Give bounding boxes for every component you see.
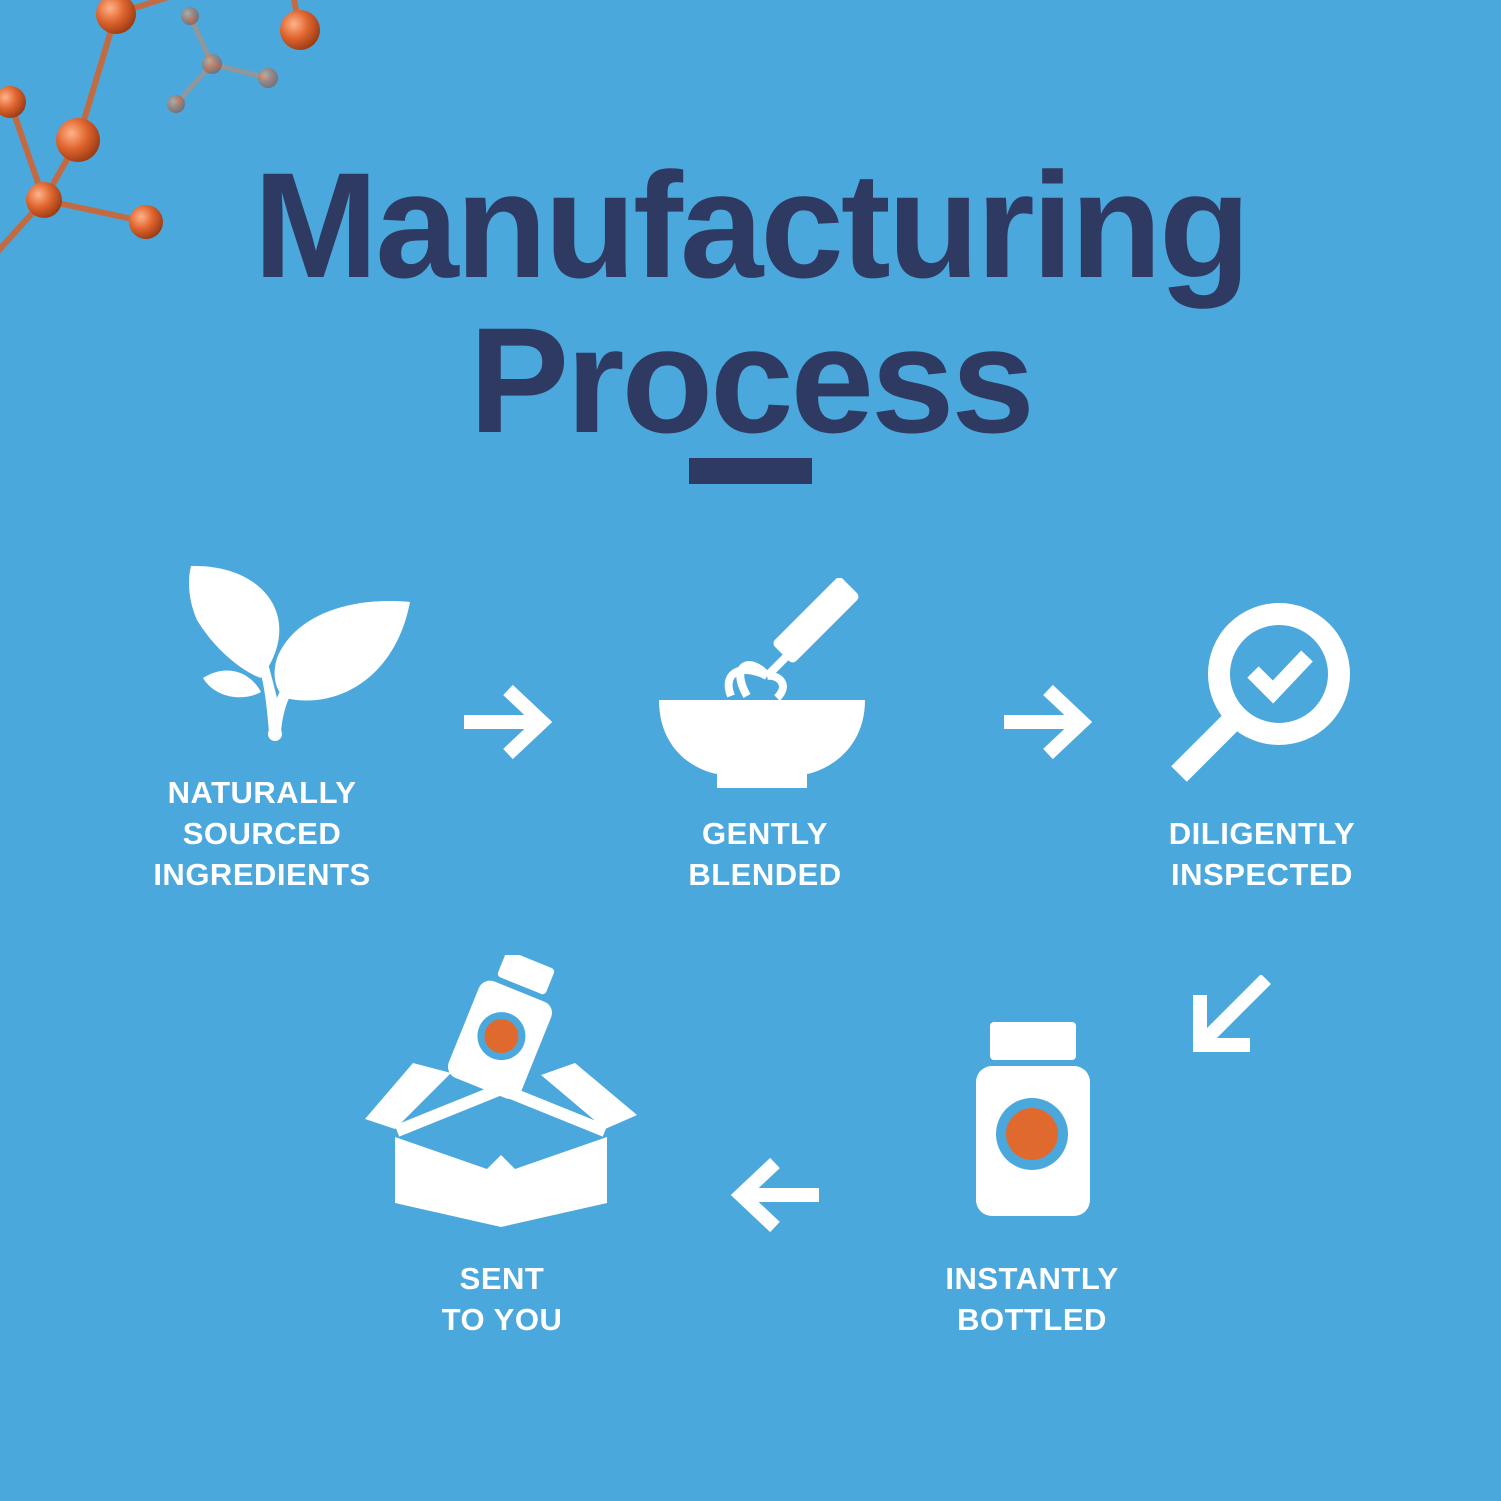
arrow-down-left-icon — [1193, 975, 1271, 1052]
step-label-line: INSPECTED — [1171, 857, 1353, 892]
magnifier-check-icon — [1171, 603, 1350, 782]
step-label-gently-blended: GENTLY BLENDED — [615, 813, 915, 895]
page-title-line-1: Manufacturing — [253, 141, 1250, 309]
step-label-line: SOURCED — [182, 816, 342, 851]
step-label-line: INSTANTLY — [945, 1261, 1119, 1296]
box-bottle-icon — [365, 955, 637, 1227]
arrow-right-icon — [464, 684, 553, 760]
step-label-line: BOTTLED — [957, 1302, 1107, 1337]
step-label-instantly-bottled: INSTANTLY BOTTLED — [882, 1258, 1182, 1340]
bottle-icon — [976, 1022, 1090, 1216]
step-label-diligently-inspected: DILIGENTLY INSPECTED — [1112, 813, 1412, 895]
step-label-line: TO YOU — [441, 1302, 563, 1337]
page-title-line-2: Process — [469, 296, 1035, 464]
molecule-decoration-icon — [0, 0, 320, 254]
arrow-left-icon — [730, 1157, 819, 1233]
step-label-line: BLENDED — [688, 857, 842, 892]
step-label-line: SENT — [459, 1261, 545, 1296]
plant-icon — [189, 565, 410, 741]
title-divider — [689, 458, 812, 484]
step-label-naturally-sourced: NATURALLY SOURCED INGREDIENTS — [112, 772, 412, 895]
step-label-line: GENTLY — [702, 816, 828, 851]
mixing-bowl-whisk-icon — [659, 578, 865, 788]
step-label-line: NATURALLY — [167, 775, 357, 810]
arrow-right-icon — [1004, 684, 1093, 760]
step-label-sent-to-you: SENT TO YOU — [352, 1258, 652, 1340]
step-label-line: DILIGENTLY — [1168, 816, 1356, 851]
step-label-line: INGREDIENTS — [153, 857, 371, 892]
